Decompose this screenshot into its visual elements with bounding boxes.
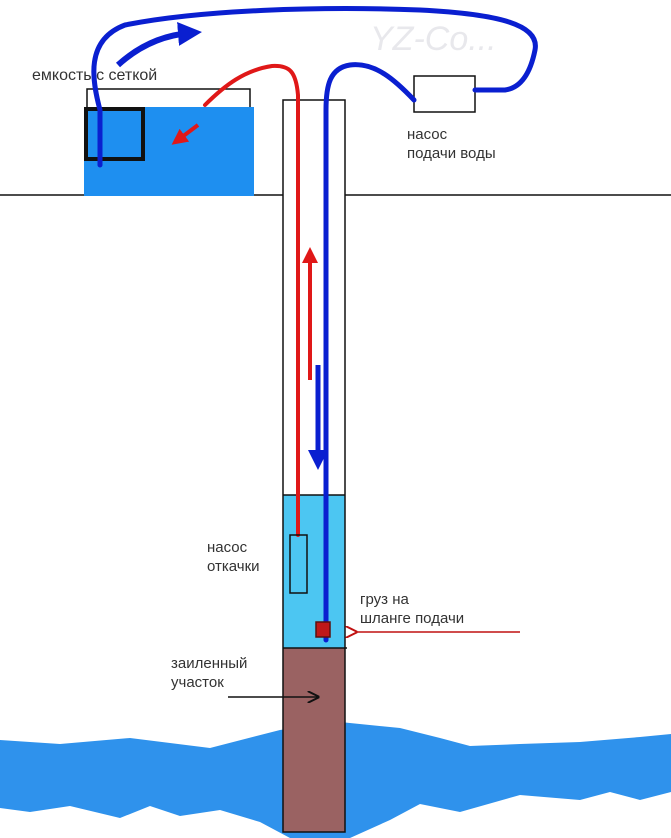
label-supply-pump: насос подачи воды	[407, 126, 496, 162]
drain-hose	[203, 63, 300, 537]
supply-hose	[91, 6, 538, 168]
well-casing	[282, 99, 346, 833]
drain-pump	[289, 534, 308, 594]
label-weight: груз на шланге подачи	[360, 591, 465, 627]
tank-net	[84, 107, 145, 161]
label-drain-pump: насос откачки	[207, 539, 260, 575]
tank-water	[84, 107, 254, 196]
watermark: YZ-Co...	[370, 20, 497, 58]
supply-pump	[413, 75, 476, 113]
hose-weight	[315, 621, 331, 638]
silt-section	[283, 648, 345, 832]
flow-arrow-blue	[115, 21, 202, 68]
label-tank: емкость с сеткой	[32, 67, 158, 84]
flow-arrow-red	[171, 123, 200, 145]
well-water	[283, 495, 345, 648]
label-silt: заиленный участок	[171, 655, 248, 691]
